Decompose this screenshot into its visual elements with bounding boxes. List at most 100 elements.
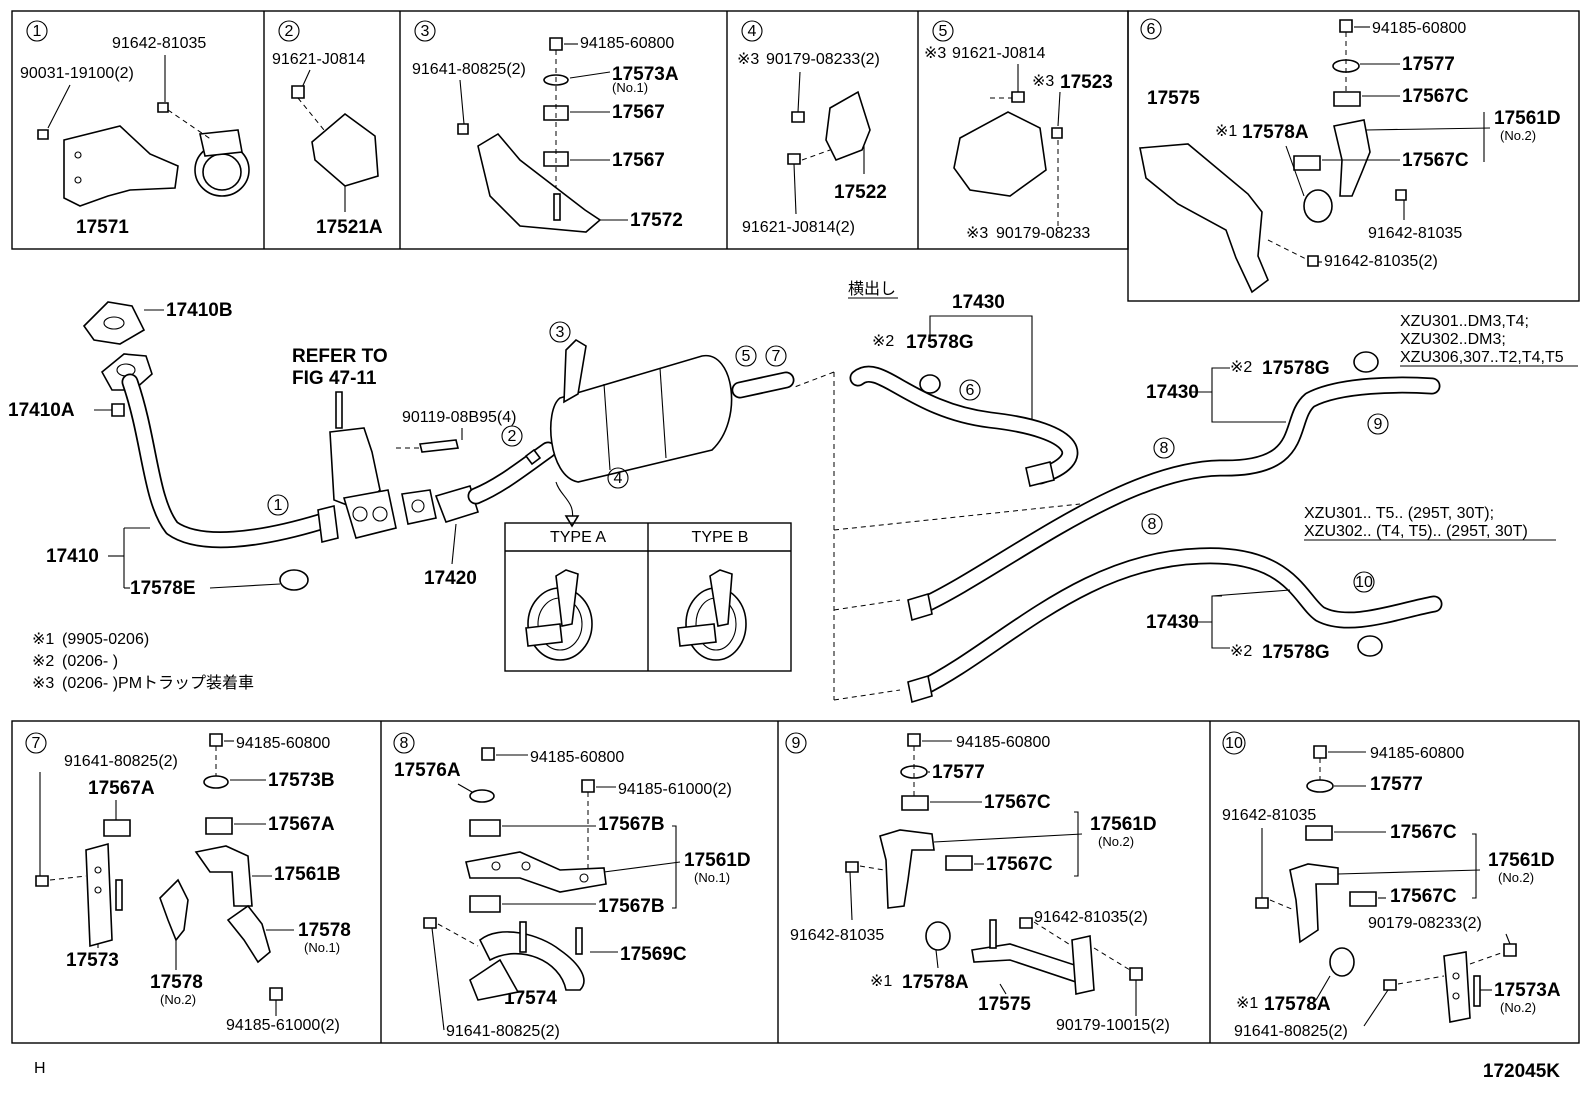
cond2-line1: XZU301.. T5.. (295T, 30T); xyxy=(1304,505,1494,522)
cond2-line2: XZU302.. (T4, T5).. (295T, 30T) xyxy=(1304,523,1528,540)
callout-8-top: 8 xyxy=(1160,440,1169,457)
panel-6: 6 94185-60800 17577 17575 17567C ※1 1757… xyxy=(1139,18,1561,294)
part-17561D-variant-p10: (No.2) xyxy=(1498,870,1534,885)
panel-5-number: 5 xyxy=(939,23,948,40)
part-17574: 17574 xyxy=(504,988,557,1009)
part-17567C-p6-upper: 17567C xyxy=(1402,86,1469,107)
part-17521A: 17521A xyxy=(316,217,383,238)
part-17567A-right: 17567A xyxy=(268,814,335,835)
part-91641-80825-p8: 91641-80825(2) xyxy=(446,1023,560,1040)
refer-to-line1: REFER TO xyxy=(292,346,388,367)
part-17577-p6: 17577 xyxy=(1402,54,1455,75)
part-90179-10015: 90179-10015(2) xyxy=(1056,1017,1170,1034)
part-17567C-p9-upper: 17567C xyxy=(984,792,1051,813)
note-2-text: (0206- ) xyxy=(62,653,118,670)
part-17577-p10: 17577 xyxy=(1370,774,1423,795)
part-17567C-p10-upper: 17567C xyxy=(1390,822,1457,843)
cond1-line2: XZU302..DM3; xyxy=(1400,331,1506,348)
bottom-panels-frame xyxy=(11,720,1580,1044)
note-1-mark: ※1 xyxy=(32,631,54,648)
part-17561B: 17561B xyxy=(274,864,341,885)
callout-1: 1 xyxy=(274,497,283,514)
callout-10: 10 xyxy=(1355,574,1373,591)
part-17576A: 17576A xyxy=(394,760,461,781)
part-91642-81035-2-p9: 91642-81035(2) xyxy=(1034,909,1148,926)
part-17567-lower: 17567 xyxy=(612,150,665,171)
note-mark-3d: ※3 xyxy=(966,225,988,242)
part-17430-top: 17430 xyxy=(952,292,1005,313)
notes: ※1 (9905-0206) ※2 (0206- ) ※3 (0206- )PM… xyxy=(32,631,254,692)
part-90179-08233-b: 90179-08233 xyxy=(996,225,1090,242)
part-94185-61000-p8: 94185-61000(2) xyxy=(618,781,732,798)
panel-4-number: 4 xyxy=(748,23,757,40)
callout-7: 7 xyxy=(772,348,781,365)
part-17430-mid: 17430 xyxy=(1146,382,1199,403)
part-94185-60800-p7: 94185-60800 xyxy=(236,735,330,752)
callout-2: 2 xyxy=(508,428,517,445)
part-17569C: 17569C xyxy=(620,944,687,965)
part-17567B-upper: 17567B xyxy=(598,814,665,835)
part-91642-81035-p6: 91642-81035 xyxy=(1368,225,1462,242)
main-assembly: 17410B 17410A 1 17410 17578E REFER TO FI… xyxy=(8,300,795,672)
top-panels-frame xyxy=(11,10,1580,302)
figure-code: 172045K xyxy=(1483,1061,1560,1082)
note-3-text: (0206- )PMトラップ装着車 xyxy=(62,674,254,692)
part-94185-60800-p8: 94185-60800 xyxy=(530,749,624,766)
part-90179-08233-p10: 90179-08233(2) xyxy=(1368,915,1482,932)
panel-10-number: 10 xyxy=(1225,735,1243,752)
note-mark-1-p9: ※1 xyxy=(870,973,892,990)
part-17573A-variant-p10: (No.2) xyxy=(1500,1000,1536,1015)
part-90179-08233: 90179-08233(2) xyxy=(766,51,880,68)
panel-10: 10 94185-60800 17577 91642-81035 17567C … xyxy=(1222,731,1561,1040)
part-17577-p9: 17577 xyxy=(932,762,985,783)
part-91641-80825: 91641-80825(2) xyxy=(412,61,526,78)
yokodashi-label: 横出し xyxy=(848,280,896,298)
part-17410A: 17410A xyxy=(8,400,75,421)
callout-6: 6 xyxy=(966,382,975,399)
note-mark-1-p6: ※1 xyxy=(1215,123,1237,140)
part-17578-no2: 17578 xyxy=(150,972,203,993)
callout-9: 9 xyxy=(1374,416,1383,433)
part-17578G-top: 17578G xyxy=(906,332,974,353)
note-2-mark: ※2 xyxy=(32,653,54,670)
part-94185-60800-p9: 94185-60800 xyxy=(956,734,1050,751)
part-91641-80825-p7: 91641-80825(2) xyxy=(64,753,178,770)
part-17573A-p10: 17573A xyxy=(1494,980,1561,1001)
part-17578E: 17578E xyxy=(130,578,196,599)
part-17578A-p6: 17578A xyxy=(1242,122,1309,143)
note-mark-3c: ※3 xyxy=(1032,73,1054,90)
part-17561D-variant-p6: (No.2) xyxy=(1500,128,1536,143)
part-17567B-lower: 17567B xyxy=(598,896,665,917)
callout-3: 3 xyxy=(556,324,565,341)
part-91642-81035-p9: 91642-81035 xyxy=(790,927,884,944)
part-17561D-variant-p9: (No.2) xyxy=(1098,834,1134,849)
part-91642-81035-p10: 91642-81035 xyxy=(1222,807,1316,824)
note-mark-1-p10: ※1 xyxy=(1236,995,1258,1012)
type-a-label: TYPE A xyxy=(550,529,606,546)
part-17578G-mid: 17578G xyxy=(1262,358,1330,379)
part-17578A-p9: 17578A xyxy=(902,972,969,993)
part-17572: 17572 xyxy=(630,210,683,231)
part-17561D-variant-p8: (No.1) xyxy=(694,870,730,885)
part-17578G-bottom: 17578G xyxy=(1262,642,1330,663)
note-mark-2b: ※2 xyxy=(1230,359,1252,376)
part-17575-p6: 17575 xyxy=(1147,88,1200,109)
part-17578-no2-variant: (No.2) xyxy=(160,992,196,1007)
part-17561D-p8: 17561D xyxy=(684,850,751,871)
part-17573A: 17573A xyxy=(612,64,679,85)
part-17420: 17420 xyxy=(424,568,477,589)
muffler xyxy=(549,355,733,483)
panel-1-number: 1 xyxy=(33,23,42,40)
part-91642-81035-2-p6: 91642-81035(2) xyxy=(1324,253,1438,270)
part-17410: 17410 xyxy=(46,546,99,567)
part-94185-60800: 94185-60800 xyxy=(580,35,674,52)
gasket-17410B xyxy=(82,301,146,345)
part-17523: 17523 xyxy=(1060,72,1113,93)
corner-mark: H xyxy=(34,1060,46,1077)
part-94185-60800-p10: 94185-60800 xyxy=(1370,745,1464,762)
panel-9-number: 9 xyxy=(792,735,801,752)
part-17567C-p10-lower: 17567C xyxy=(1390,886,1457,907)
part-94185-60800-p6: 94185-60800 xyxy=(1372,20,1466,37)
refer-to-line2: FIG 47-11 xyxy=(292,368,377,389)
